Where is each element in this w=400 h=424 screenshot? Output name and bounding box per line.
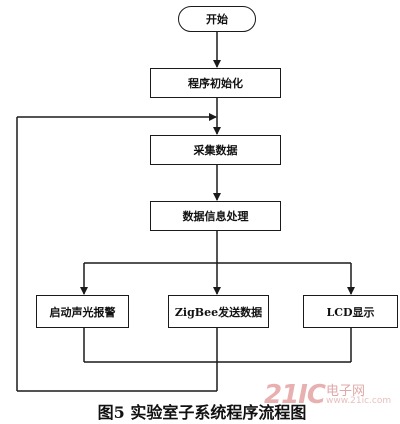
alarm-node: 启动声光报警 (36, 295, 129, 328)
zigbee-send-node: ZigBee发送数据 (168, 295, 269, 328)
process-data-node: 数据信息处理 (150, 201, 281, 231)
figure-caption: 图5 实验室子系统程序流程图 (97, 403, 307, 422)
init-node: 程序初始化 (150, 68, 281, 98)
site-watermark: 21IC 电子网 www.21ic.com (264, 380, 394, 410)
collect-data-node: 采集数据 (150, 135, 281, 165)
watermark-logo-text: 电子网 (326, 384, 366, 399)
watermark-url: www.21ic.com (326, 396, 392, 406)
start-node: 开始 (178, 6, 256, 32)
lcd-display-node: LCD显示 (303, 295, 398, 328)
watermark-logo-number: 21IC (264, 380, 326, 410)
